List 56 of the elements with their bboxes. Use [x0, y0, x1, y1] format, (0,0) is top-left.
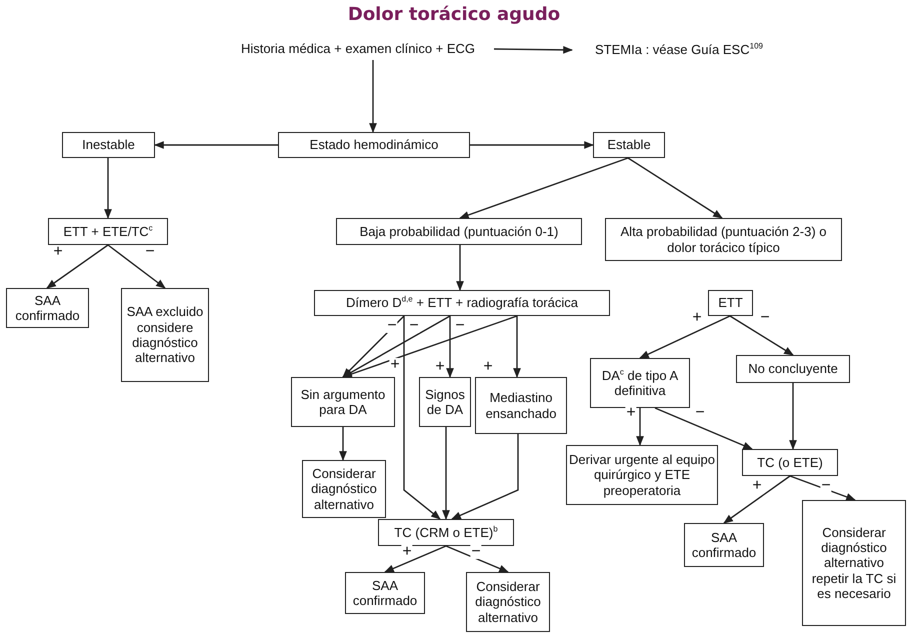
process-box: Dímero D$^{d,e}$ + ETT + radiografía torácica: [314, 290, 610, 316]
arrow: [342, 315, 518, 378]
diagram-title: Dolor torácico agudo: [346, 4, 562, 25]
flow-text: STEMIa : véase Guía ESC$^{109}$: [572, 40, 786, 60]
arrow: [494, 46, 573, 54]
arrow: [384, 545, 446, 573]
process-box: ETT: [708, 290, 753, 316]
process-box: Inestable: [62, 132, 155, 158]
process-box: Considerar diagnóstico alternativo: [302, 460, 386, 518]
process-box: ETT + ETE/TC$^{c}$: [48, 218, 168, 245]
flow-text: Historia médica + examen clínico + ECG: [222, 38, 494, 60]
process-box: TC (CRM o ETE)$^{b}$: [378, 519, 514, 546]
process-box: Signos de DA: [419, 377, 471, 427]
arrow: [789, 383, 797, 450]
arrow: [513, 316, 521, 378]
arrow: [403, 316, 441, 520]
process-box: SAA confirmado: [345, 572, 425, 614]
process-box: Considerar diagnóstico alternativo: [466, 572, 550, 632]
process-box: DA$^{c}$ de tipo A definitiva: [590, 358, 690, 408]
arrow: [108, 244, 166, 289]
arrow: [456, 245, 464, 291]
arrow: [790, 475, 856, 501]
arrow: [628, 157, 723, 219]
arrow: [451, 434, 519, 520]
arrow: [342, 316, 404, 378]
edge-label: −: [386, 319, 398, 333]
arrow: [639, 315, 730, 359]
arrow: [723, 475, 790, 524]
process-box: Baja probabilidad (puntuación 0-1): [336, 218, 582, 245]
arrow: [470, 141, 594, 149]
edge-label: −: [470, 545, 482, 559]
process-box: Estado hemodinámico: [278, 132, 470, 158]
arrow: [446, 316, 454, 378]
arrow: [342, 315, 450, 378]
process-box: Alta probabilidad (puntuación 2-3) o dolor torácico típico: [605, 218, 842, 261]
arrow: [369, 60, 377, 133]
process-box: Sin argumento para DA: [291, 377, 395, 427]
arrow: [459, 157, 628, 219]
arrow: [104, 158, 112, 219]
arrow: [442, 427, 450, 520]
process-box: Estable: [593, 132, 665, 158]
process-box: SAA confirmado: [6, 288, 89, 328]
arrow: [730, 315, 794, 356]
arrow: [46, 244, 108, 289]
arrow: [654, 407, 753, 450]
arrow: [446, 545, 509, 573]
process-box: SAA confirmado: [684, 523, 764, 567]
process-box: No concluyente: [736, 355, 850, 383]
process-box: TC (o ETE): [742, 449, 838, 476]
arrow: [339, 427, 347, 461]
arrow: [636, 408, 644, 446]
process-box: Mediastino ensanchado: [475, 377, 567, 434]
arrow: [154, 141, 278, 149]
process-box: SAA excluido considere diagnóstico alternativo: [121, 288, 209, 382]
process-box: Derivar urgente al equipo quirúrgico y ETE preoperatoria: [566, 445, 718, 505]
process-box: Considerar diagnóstico alternativo repetir la TC si es necesario: [802, 500, 906, 626]
